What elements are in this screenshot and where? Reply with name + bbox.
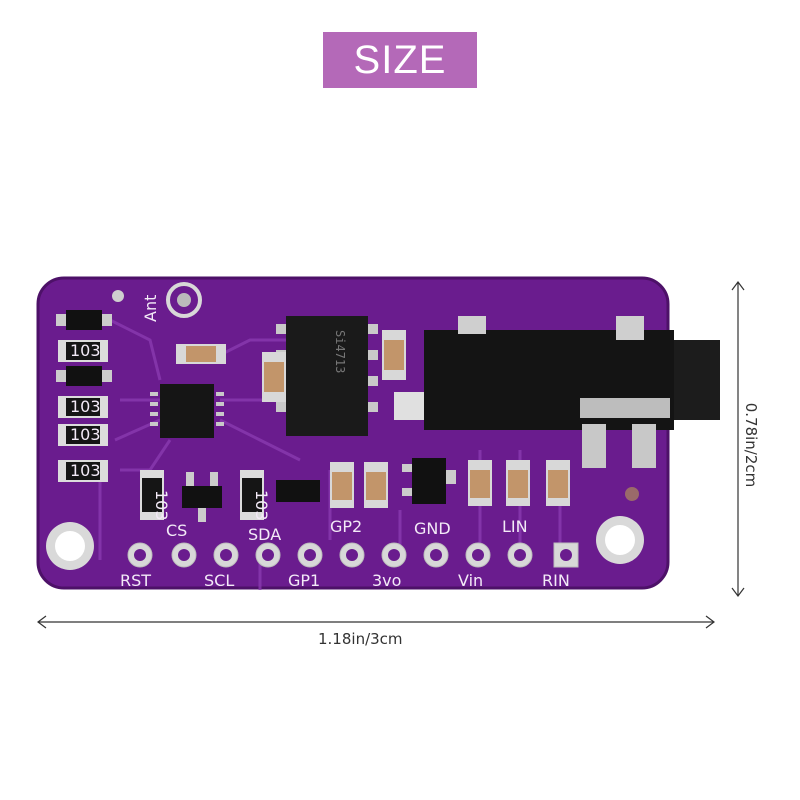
- sot23-transistor-top: [56, 310, 112, 330]
- capacitor-7: [506, 460, 530, 506]
- resistor-code-4: 103: [70, 461, 101, 480]
- capacitor-5: [364, 462, 388, 508]
- antenna-label: Ant: [141, 295, 160, 322]
- pin-label-lin: LIN: [502, 517, 528, 536]
- pin-label-vin: Vin: [458, 571, 483, 590]
- title-banner: SIZE: [323, 32, 477, 88]
- capacitor-3: [394, 392, 424, 420]
- antenna-pad: [166, 282, 202, 318]
- pin-label-cs: CS: [166, 521, 187, 540]
- resistor-code-1: 103: [70, 341, 101, 360]
- resistor-code-3: 103: [70, 425, 101, 444]
- sot23-transistor-low-2: [276, 480, 320, 502]
- capacitor-8: [546, 460, 570, 506]
- pin-label-scl: SCL: [204, 571, 234, 590]
- capacitor-small: [176, 344, 226, 364]
- resistor-103-2: [58, 396, 108, 418]
- main-ic: [276, 316, 378, 436]
- pin-label-rin: RIN: [542, 571, 570, 590]
- pin-label-gp1: GP1: [288, 571, 320, 590]
- chip-marking: Si4713: [333, 330, 347, 373]
- pcb-board: [36, 276, 720, 590]
- via-small: [112, 290, 124, 302]
- pin-label-gp2: GP2: [330, 517, 362, 536]
- sot23-transistor-mid: [56, 366, 112, 386]
- audio-jack: [424, 316, 720, 468]
- sot23-regulator: [402, 458, 456, 504]
- title-text: SIZE: [353, 37, 447, 82]
- resistor-code-6: 103: [252, 490, 271, 521]
- resistor-code-2: 103: [70, 397, 101, 416]
- resistor-code-5: 103: [152, 490, 171, 521]
- capacitor-4: [330, 462, 354, 508]
- mounting-hole-left: [46, 522, 94, 570]
- resistor-103-4: [58, 460, 108, 482]
- capacitor-1: [262, 352, 286, 402]
- resistor-103-5: [140, 470, 164, 520]
- height-dimension-arrow: [731, 281, 745, 597]
- pin-label-rst: RST: [120, 571, 151, 590]
- capacitor-6: [468, 460, 492, 506]
- resistor-103-3: [58, 424, 108, 446]
- qfn-chip: [150, 384, 224, 438]
- via-small-2: [625, 487, 639, 501]
- resistor-103-1: [58, 340, 108, 362]
- width-dimension-arrow: [37, 615, 715, 629]
- height-label: 0.78in/2cm: [742, 402, 760, 488]
- resistor-103-6: [240, 470, 264, 520]
- mounting-hole-right: [596, 516, 644, 564]
- pin-label-3vo: 3vo: [372, 571, 401, 590]
- capacitor-2: [382, 330, 406, 380]
- pin-label-sda: SDA: [248, 525, 281, 544]
- pin-label-gnd: GND: [414, 519, 451, 538]
- sot23-transistor-low: [182, 472, 222, 522]
- width-label: 1.18in/3cm: [318, 630, 403, 648]
